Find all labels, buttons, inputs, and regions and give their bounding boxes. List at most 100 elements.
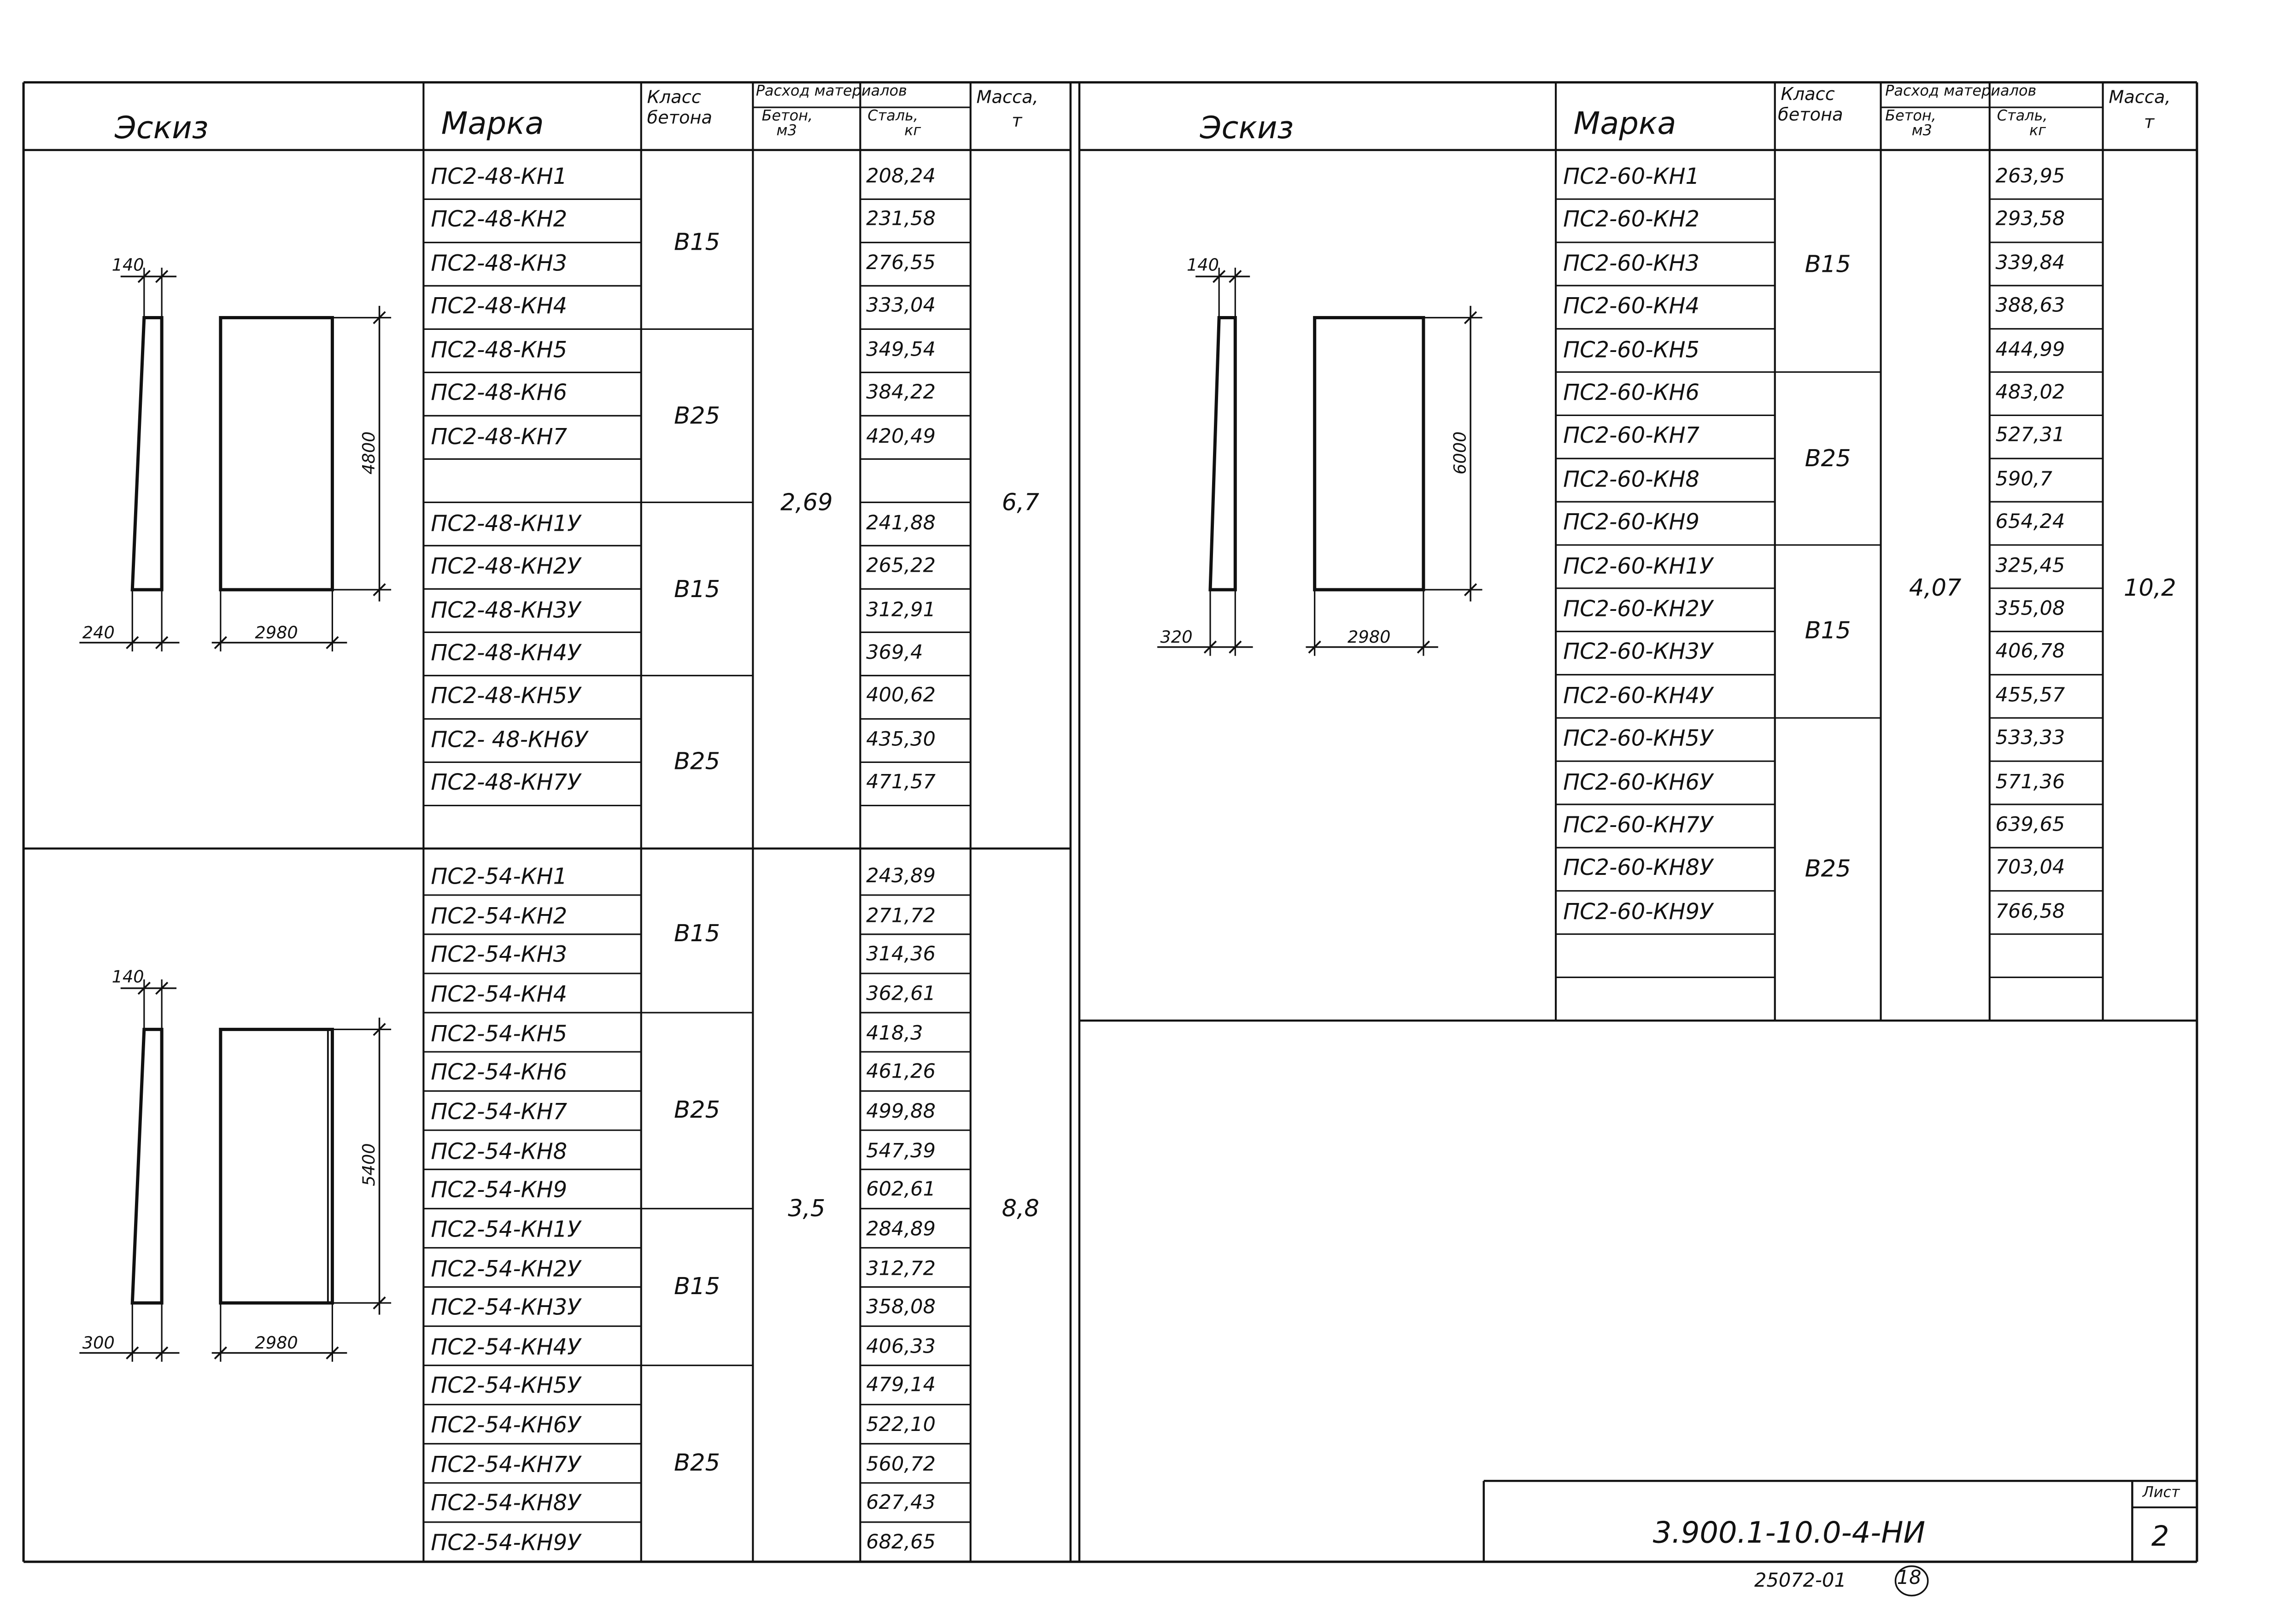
mark-cell: ПС2-54-КН8У <box>431 1490 581 1517</box>
mass-cell: 8,8 <box>1002 1194 1039 1222</box>
concrete-cell: 3,5 <box>788 1194 826 1222</box>
steel-cell: 499,88 <box>866 1100 936 1124</box>
steel-cell: 533,33 <box>1995 727 2065 750</box>
steel-cell: 602,61 <box>866 1178 936 1202</box>
steel-cell: 314,36 <box>866 943 936 967</box>
steel-cell: 388,63 <box>1995 294 2065 318</box>
mass-cell: 10,2 <box>2123 573 2176 602</box>
mark-cell: ПС2-48-КН6 <box>431 380 568 406</box>
mark-cell: ПС2-54-КН4 <box>431 980 568 1008</box>
steel-cell: 703,04 <box>1995 856 2065 880</box>
mark-cell: ПС2-60-КН3У <box>1563 639 1713 666</box>
header-concrete-1: Бетон, <box>1885 109 1936 125</box>
header-steel-1: Сталь, <box>867 109 919 125</box>
steel-cell: 444,99 <box>1995 337 2065 361</box>
mark-cell: ПС2-48-КН4 <box>431 293 568 320</box>
steel-cell: 312,91 <box>866 598 936 621</box>
header-concrete-2: м3 <box>1911 123 1932 140</box>
dimension-tick <box>137 270 151 283</box>
mark-cell: ПС2-54-КН3У <box>431 1294 581 1321</box>
mark-cell: ПС2-48-КН1 <box>431 163 568 190</box>
header-class-2: бетона <box>1778 104 1843 125</box>
class-cell: В25 <box>674 1448 721 1477</box>
sketch-54-dim-top: 140 <box>111 966 144 987</box>
mark-cell: ПС2-54-КН1У <box>431 1216 581 1243</box>
steel-cell: 639,65 <box>1995 813 2065 837</box>
steel-cell: 358,08 <box>866 1296 936 1319</box>
class-cell: В25 <box>674 747 721 776</box>
header-mark: Марка <box>1573 106 1676 141</box>
dimension-tick <box>1213 270 1226 283</box>
footer-page: 18 <box>1897 1567 1922 1590</box>
mark-cell: ПС2-48-КН2 <box>431 206 568 233</box>
sketch-60-dim-top: 140 <box>1186 254 1219 275</box>
header-steel-2: кг <box>2029 123 2046 140</box>
sketch-48-front-view <box>219 316 334 592</box>
steel-cell: 455,57 <box>1995 683 2065 707</box>
sketch-60-dim-width: 2980 <box>1348 626 1391 647</box>
mark-cell: ПС2-54-КН4У <box>431 1333 581 1360</box>
sketch-48-dim-width: 2980 <box>255 622 298 643</box>
mark-cell: ПС2-60-КН1У <box>1563 552 1713 579</box>
mark-cell: ПС2-54-КН2 <box>431 902 568 929</box>
class-cell: В15 <box>674 1272 721 1301</box>
dimension-tick <box>373 583 386 597</box>
mark-cell: ПС2-54-КН1 <box>431 863 568 890</box>
class-cell: В15 <box>674 228 721 256</box>
dimension-tick <box>1229 640 1242 654</box>
dimension-tick <box>155 1346 169 1360</box>
mark-cell: ПС2-60-КН2 <box>1563 206 1699 233</box>
concrete-cell: 4,07 <box>1909 573 1962 602</box>
mark-cell: ПС2-54-КН7У <box>431 1451 581 1478</box>
mark-cell: ПС2-48-КН1У <box>431 510 581 536</box>
header-mass-2: т <box>2144 111 2155 133</box>
header-concrete-2: м3 <box>776 123 797 140</box>
steel-cell: 325,45 <box>1995 554 2065 578</box>
header-mass-1: Масса, <box>2109 87 2171 108</box>
class-cell: В15 <box>674 574 721 603</box>
header-steel-1: Сталь, <box>1997 109 2048 125</box>
header-mass-1: Масса, <box>976 87 1038 108</box>
steel-cell: 766,58 <box>1995 899 2065 923</box>
header-mark: Марка <box>441 106 544 141</box>
mark-cell: ПС2-60-КН4У <box>1563 682 1713 709</box>
header-steel-2: кг <box>904 123 921 140</box>
steel-cell: 527,31 <box>1995 424 2065 448</box>
mark-cell: ПС2-60-КН5У <box>1563 725 1713 752</box>
sheet-number: 2 <box>2151 1520 2169 1553</box>
steel-cell: 284,89 <box>866 1217 936 1241</box>
document-code: 3.900.1-10.0-4-НИ <box>1652 1514 1926 1550</box>
sketch-48-dim-bottom: 240 <box>82 622 115 643</box>
steel-cell: 241,88 <box>866 511 936 535</box>
mark-cell: ПС2-60-КН8 <box>1563 466 1699 492</box>
steel-cell: 333,04 <box>866 294 936 318</box>
steel-cell: 312,72 <box>866 1256 936 1280</box>
sketch-54-front-view <box>219 1027 334 1305</box>
concrete-cell: 2,69 <box>780 487 833 516</box>
mark-cell: ПС2-48-КН7У <box>431 769 581 796</box>
steel-cell: 339,84 <box>1995 251 2065 275</box>
mark-cell: ПС2-48-КН3У <box>431 596 581 623</box>
sheet-label: Лист <box>2142 1485 2180 1502</box>
steel-cell: 461,26 <box>866 1061 936 1085</box>
sketch-54-side-profile <box>130 1027 164 1305</box>
sketch-48-dim-top: 140 <box>111 254 144 275</box>
header-class-1: Класс <box>647 87 701 108</box>
footer-code: 25072-01 <box>1754 1571 1846 1593</box>
class-cell: В25 <box>674 1096 721 1124</box>
mark-cell: ПС2-54-КН9У <box>431 1529 581 1556</box>
steel-cell: 547,39 <box>866 1139 936 1163</box>
dimension-tick <box>1417 640 1430 654</box>
dimension-tick <box>214 1346 227 1360</box>
class-cell: В25 <box>674 401 721 429</box>
mark-cell: ПС2-60-КН9 <box>1563 509 1699 536</box>
mark-cell: ПС2-54-КН5 <box>431 1020 568 1047</box>
steel-cell: 435,30 <box>866 727 936 751</box>
steel-cell: 265,22 <box>866 554 936 578</box>
steel-cell: 406,78 <box>1995 640 2065 664</box>
mark-cell: ПС2-54-КН5У <box>431 1372 581 1399</box>
steel-cell: 571,36 <box>1995 770 2065 794</box>
steel-cell: 384,22 <box>866 381 936 405</box>
mark-cell: ПС2-54-КН7 <box>431 1098 568 1125</box>
steel-cell: 522,10 <box>866 1413 936 1437</box>
